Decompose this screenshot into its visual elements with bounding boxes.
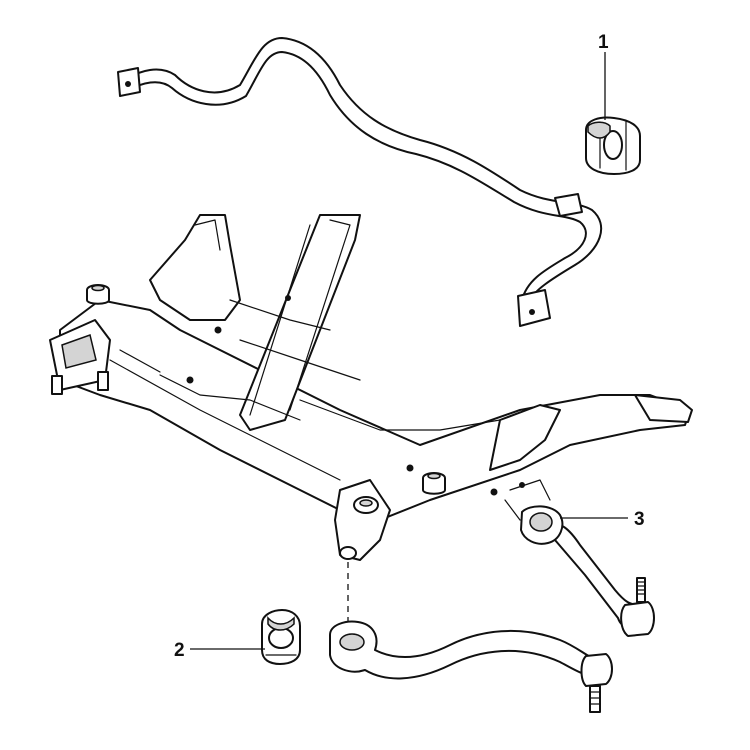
thrust-arm [329, 620, 613, 713]
control-arm-part-3 [504, 479, 655, 637]
stabilizer-bushing-part-1 [585, 116, 641, 175]
callout-2: 2 [174, 640, 185, 661]
stabilizer-bar [117, 37, 603, 327]
leader-lines [190, 52, 628, 650]
engine-mount-right [422, 472, 446, 495]
subframe-mount-front [353, 496, 379, 514]
callout-1: 1 [598, 32, 609, 53]
engine-mount-left [86, 284, 110, 305]
callout-3: 3 [634, 509, 645, 530]
axle-carrier-subframe [49, 214, 693, 561]
control-arm-bushing-part-2 [261, 609, 301, 665]
